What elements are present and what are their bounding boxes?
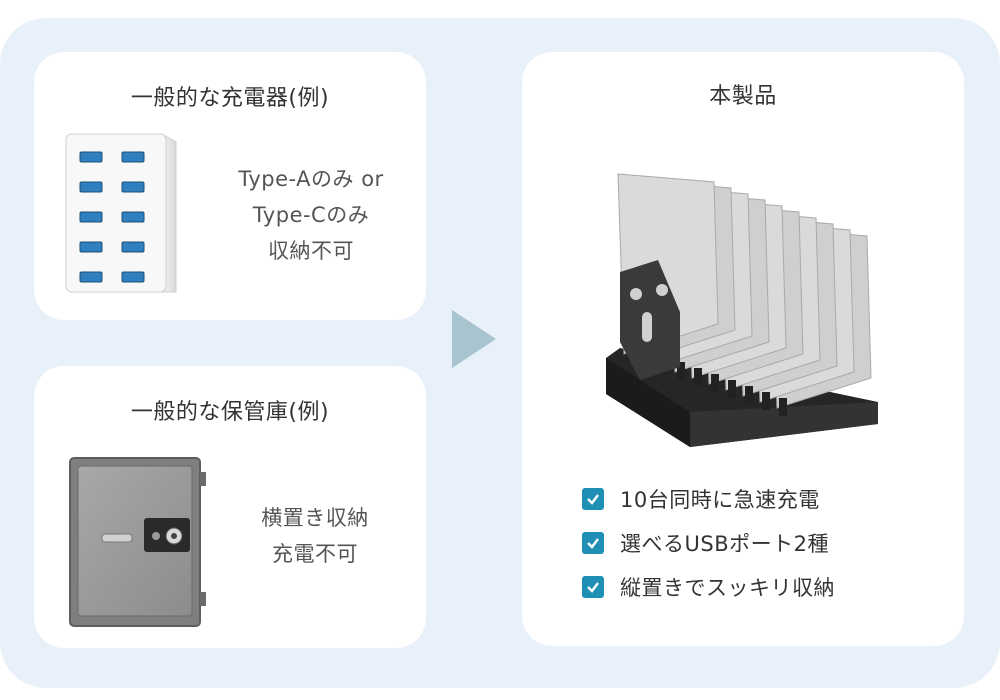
usb-port bbox=[79, 151, 103, 163]
checkbox-checked-icon bbox=[582, 488, 604, 510]
arrow-right-icon bbox=[452, 310, 496, 368]
usb-port bbox=[79, 181, 103, 193]
checkbox-checked-icon bbox=[582, 576, 604, 598]
charging-cable bbox=[728, 380, 736, 398]
charging-cable bbox=[762, 392, 770, 410]
safe-desc-line-1: 横置き収納 bbox=[261, 506, 369, 530]
product-image bbox=[606, 173, 878, 447]
product-card-title: 本製品 bbox=[709, 84, 777, 109]
charger-desc-line-1: Type-Aのみ or bbox=[238, 167, 384, 191]
safe-desc-line-2: 充電不可 bbox=[272, 542, 358, 566]
charger-card: 一般的な充電器(例) Type-Aのみ or Type-Cのみ 収納不可 bbox=[34, 52, 426, 320]
safe-card: 一般的な保管庫(例) 横置き収納 充電不可 bbox=[34, 366, 426, 648]
charger-description: Type-Aのみ or Type-Cのみ 収納不可 bbox=[204, 161, 418, 269]
feature-list: 10台同時に急速充電 選べるUSBポート2種 縦置きでスッキリ収納 bbox=[582, 477, 835, 609]
charging-cable bbox=[711, 374, 719, 392]
feature-label: 選べるUSBポート2種 bbox=[620, 532, 829, 556]
charging-cable bbox=[677, 362, 685, 380]
usb-port bbox=[79, 241, 103, 253]
feature-item: 縦置きでスッキリ収納 bbox=[582, 565, 835, 609]
usb-port bbox=[121, 271, 145, 283]
usb-port bbox=[79, 271, 103, 283]
charger-desc-line-3: 収納不可 bbox=[268, 239, 354, 263]
feature-label: 縦置きでスッキリ収納 bbox=[620, 576, 835, 600]
usb-charger-image bbox=[65, 133, 177, 293]
charging-cable bbox=[745, 386, 753, 404]
feature-item: 選べるUSBポート2種 bbox=[582, 521, 835, 565]
usb-port bbox=[121, 241, 145, 253]
safe-card-title: 一般的な保管庫(例) bbox=[130, 400, 330, 425]
charger-card-title: 一般的な充電器(例) bbox=[130, 86, 330, 111]
usb-port bbox=[79, 211, 103, 223]
charging-cable bbox=[779, 398, 787, 416]
charging-cable bbox=[694, 368, 702, 386]
checkbox-checked-icon bbox=[582, 532, 604, 554]
safe-image bbox=[69, 457, 206, 627]
charger-desc-line-2: Type-Cのみ bbox=[252, 203, 370, 227]
usb-port bbox=[121, 151, 145, 163]
feature-item: 10台同時に急速充電 bbox=[582, 477, 835, 521]
product-card: 本製品 10台同時に急速充電 選べる bbox=[522, 52, 964, 646]
comparison-panel: 一般的な充電器(例) Type-Aのみ or Type-Cのみ 収納不可 一般的… bbox=[0, 18, 1000, 688]
feature-label: 10台同時に急速充電 bbox=[620, 488, 820, 512]
usb-port bbox=[121, 181, 145, 193]
safe-description: 横置き収納 充電不可 bbox=[230, 500, 400, 572]
usb-port bbox=[121, 211, 145, 223]
